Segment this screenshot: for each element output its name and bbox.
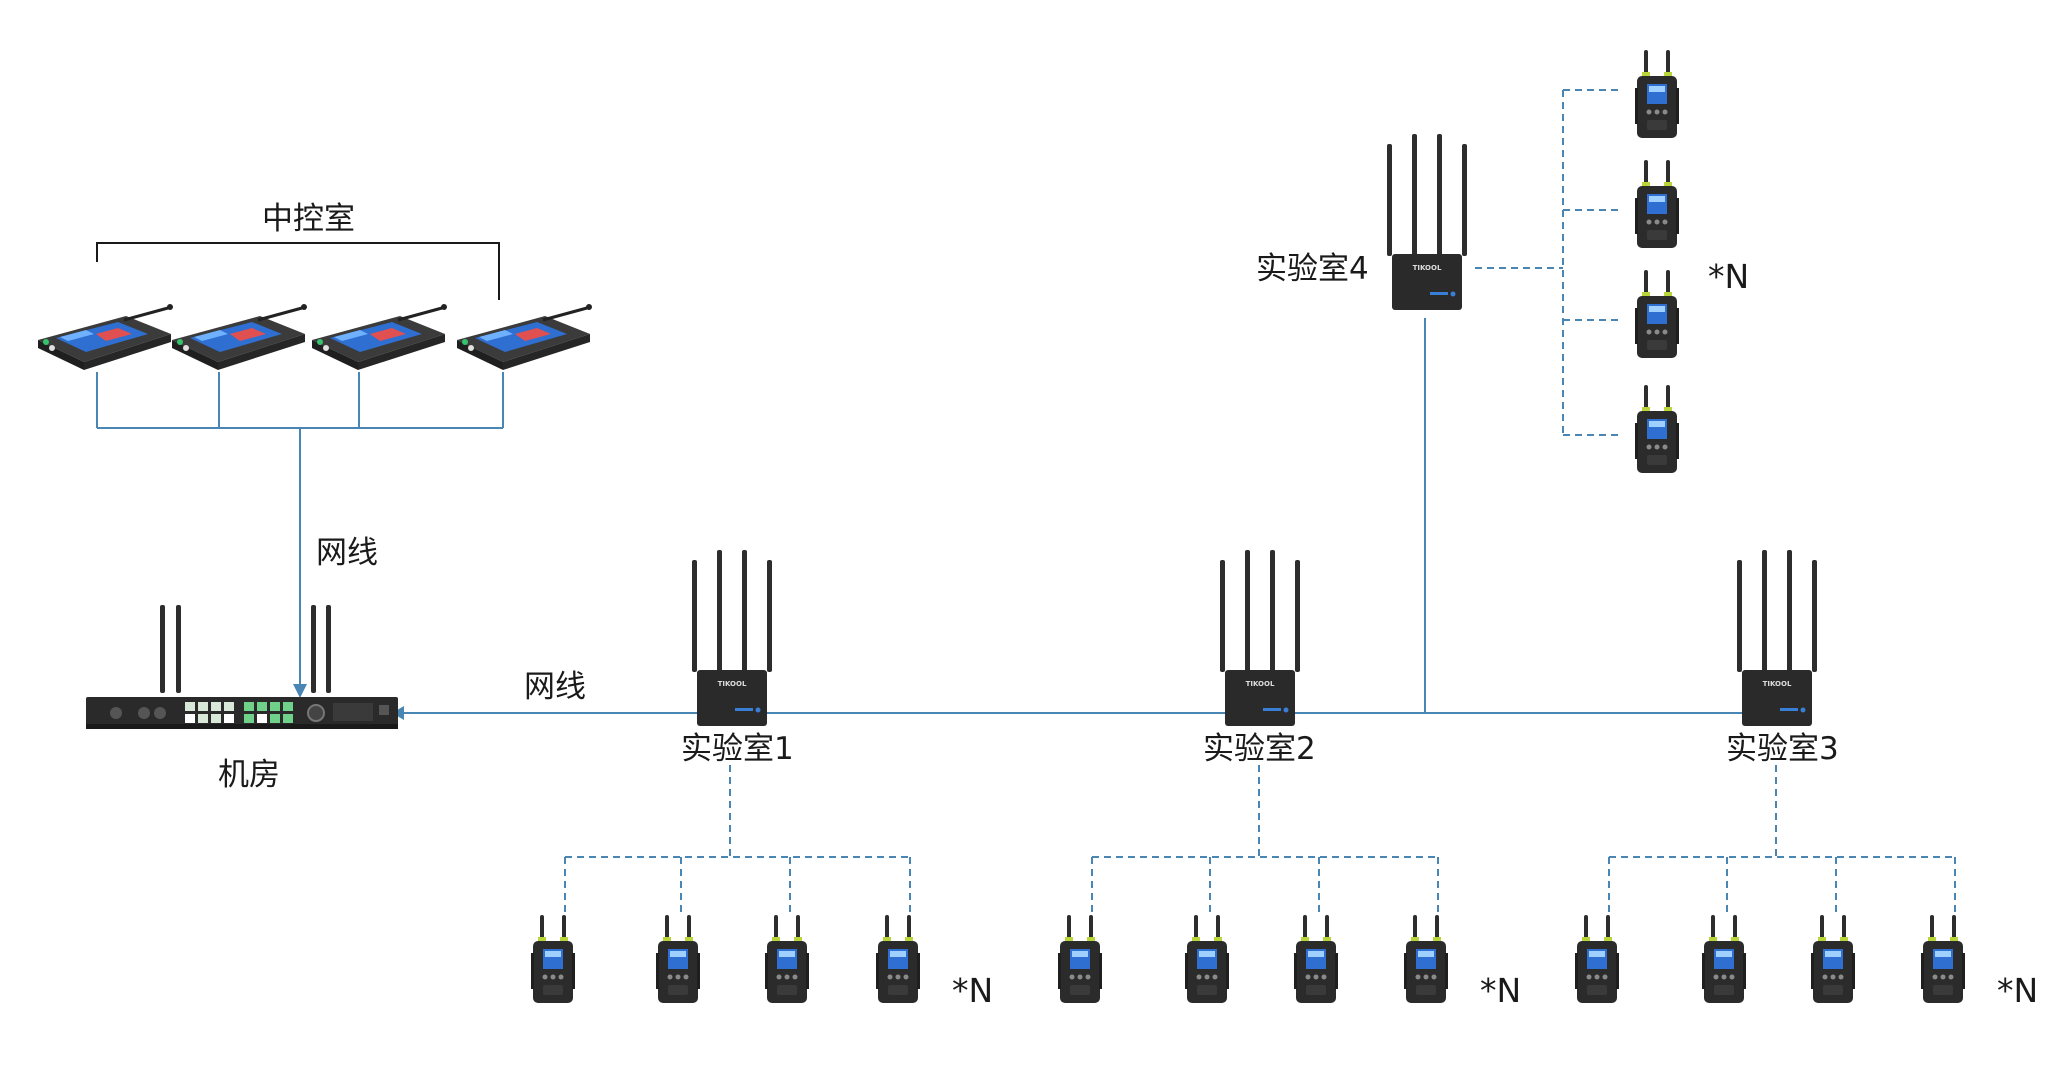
console-device [455, 302, 594, 372]
router-lab-4 [1387, 134, 1467, 310]
handheld-terminal [1635, 50, 1679, 138]
handheld-terminal [1635, 385, 1679, 473]
handheld-terminal [1294, 915, 1338, 1003]
lab-1-label: 实验室1 [681, 731, 794, 767]
cable-label-vertical: 网线 [316, 535, 378, 571]
router-lab-2 [1220, 550, 1300, 726]
console-device [36, 302, 175, 372]
lab-2-count: *N [1480, 971, 1522, 1010]
lab-4-count: *N [1708, 257, 1750, 296]
lab-1-terminals [531, 915, 920, 1003]
handheld-terminal [1635, 270, 1679, 358]
handheld-terminal [1811, 915, 1855, 1003]
router-lab-1 [692, 550, 772, 726]
handheld-terminal [656, 915, 700, 1003]
router-lab-3 [1737, 550, 1817, 726]
handheld-terminal [1404, 915, 1448, 1003]
lab-3-count: *N [1997, 971, 2039, 1010]
handheld-terminal [1058, 915, 1102, 1003]
lab-2-label: 实验室2 [1203, 731, 1316, 767]
control-room-consoles [36, 302, 594, 372]
control-room-label: 中控室 [262, 201, 355, 237]
lab-3-label: 实验室3 [1726, 731, 1839, 767]
lab-4-label: 实验室4 [1256, 251, 1369, 287]
control-room-bracket [96, 242, 500, 300]
console-device [170, 302, 309, 372]
handheld-terminal [1921, 915, 1965, 1003]
handheld-terminal [1635, 160, 1679, 248]
handheld-terminal [1702, 915, 1746, 1003]
handheld-terminal [531, 915, 575, 1003]
lab-4-terminals [1635, 50, 1679, 473]
lab-1-count: *N [952, 971, 994, 1010]
server-room-label: 机房 [218, 757, 280, 793]
lab-2-terminals [1058, 915, 1448, 1003]
handheld-terminal [876, 915, 920, 1003]
handheld-terminal [1575, 915, 1619, 1003]
handheld-terminal [765, 915, 809, 1003]
connections [96, 89, 1956, 912]
cable-label-horizontal: 网线 [524, 669, 586, 705]
handheld-terminal [1185, 915, 1229, 1003]
lab-3-terminals [1575, 915, 1965, 1003]
central-controller [85, 604, 399, 730]
console-device [310, 302, 449, 372]
